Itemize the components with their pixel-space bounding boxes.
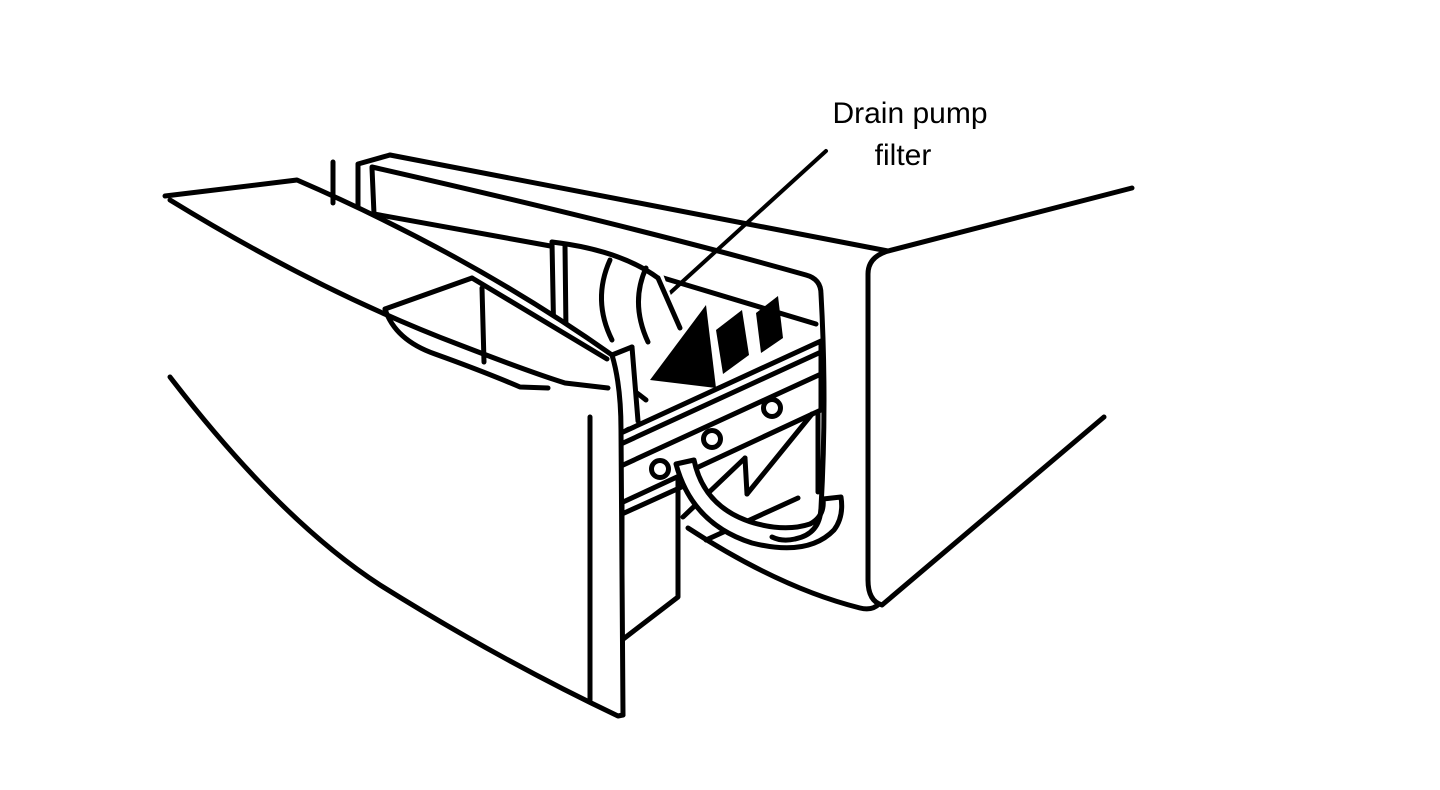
arrow-chevron bbox=[716, 310, 749, 374]
drain-pump-filter bbox=[549, 239, 684, 403]
compartment-back-right-edge bbox=[469, 275, 610, 362]
brace-line-2 bbox=[680, 455, 748, 520]
callout-leader-line bbox=[646, 149, 828, 315]
drawer-corner-right-edge bbox=[629, 344, 641, 424]
arrow-tail bbox=[756, 296, 783, 353]
filter-cylinder-arc-left bbox=[599, 257, 615, 343]
compartment-front-edge bbox=[382, 306, 551, 391]
rail-screw-hole-1 bbox=[649, 458, 671, 480]
drawer-rim-outer-edge bbox=[162, 177, 615, 358]
brace-line-1 bbox=[619, 482, 689, 517]
arrow-head bbox=[650, 305, 716, 388]
brace-line-4 bbox=[744, 411, 815, 497]
drawer-rim-inner-edge bbox=[167, 197, 611, 391]
cavity-left-post-inner bbox=[369, 165, 377, 217]
rail-screw-hole-3 bbox=[761, 397, 783, 419]
callout-label: Drain pump filter bbox=[832, 97, 987, 172]
cavity-floor-edge bbox=[685, 525, 882, 612]
callout-label-line1: Drain pump bbox=[832, 97, 987, 130]
opening-inner-edge bbox=[369, 164, 827, 543]
cavity-structure bbox=[355, 152, 891, 612]
pedestal-drawer bbox=[162, 159, 641, 719]
cavity-wall-bottom-edge bbox=[371, 211, 559, 250]
compartment-divider bbox=[479, 285, 487, 365]
rail-braces bbox=[619, 409, 821, 543]
compartment-back-left-edge bbox=[382, 275, 475, 312]
filter-housing-left-inner-edge bbox=[562, 242, 569, 335]
filter-housing-right-edge bbox=[655, 275, 683, 331]
drain-hose-loop bbox=[673, 457, 845, 551]
brace-line-5 bbox=[703, 495, 801, 543]
rail-upper-rib bbox=[618, 349, 824, 447]
cavity-shelf-edge bbox=[657, 274, 819, 327]
filter-direction-arrow-icon bbox=[650, 296, 783, 388]
filter-housing-top-edge bbox=[549, 239, 661, 281]
filter-cylinder-arc-right bbox=[635, 265, 651, 345]
cavity-top-edge bbox=[387, 152, 891, 254]
brace-line-3 bbox=[742, 455, 750, 497]
drawer-front-right-edge bbox=[609, 352, 626, 718]
drawer-body-fill bbox=[165, 180, 638, 715]
rail-screw-hole-2 bbox=[701, 428, 723, 450]
cavity-left-post-outer bbox=[355, 152, 393, 216]
rail-lower-rib bbox=[618, 371, 824, 469]
callout-label-line2: filter bbox=[875, 139, 932, 172]
drawer-corner-top-edge bbox=[609, 344, 635, 358]
drawer-front-curve bbox=[167, 374, 626, 719]
cabinet-outline bbox=[865, 185, 1135, 608]
cabinet-corner-edge bbox=[865, 185, 1135, 608]
